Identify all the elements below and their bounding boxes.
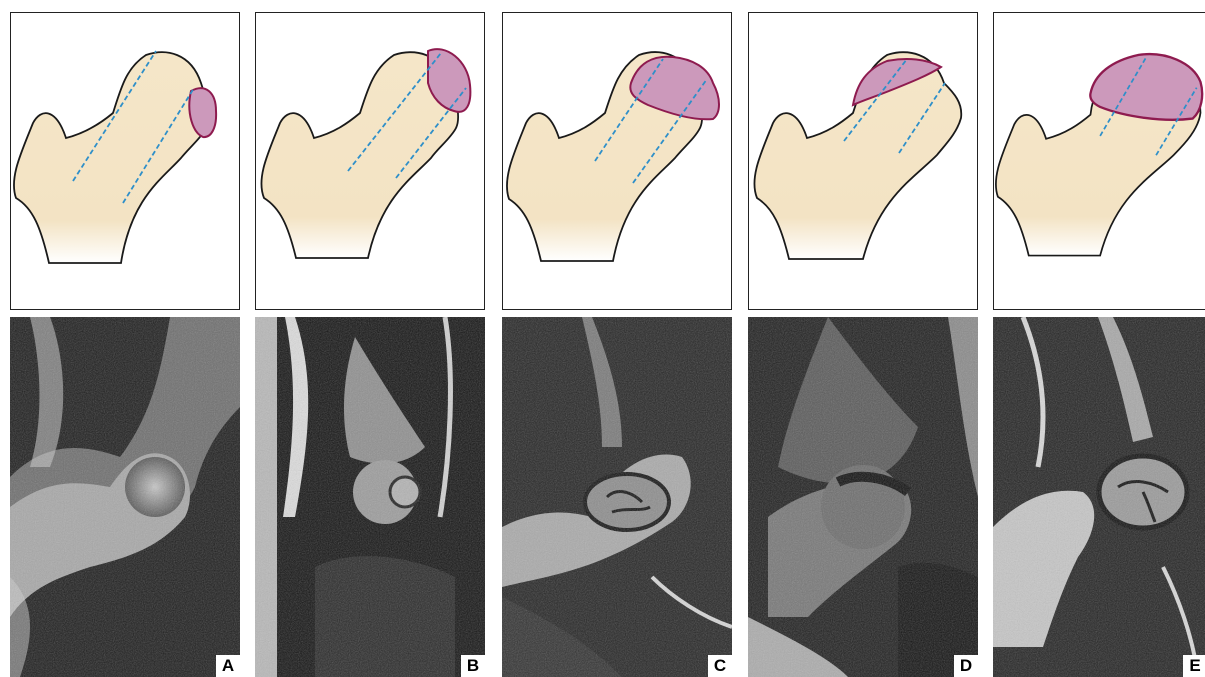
panel-c: C	[502, 12, 732, 677]
femur-outline	[754, 52, 961, 259]
mri-scan: E	[993, 317, 1205, 677]
mri-scan: C	[502, 317, 732, 677]
femur-diagram	[748, 12, 978, 310]
panel-label: E	[1183, 655, 1205, 677]
panel-label: B	[461, 655, 485, 677]
femur-diagram	[255, 12, 485, 310]
mri-scan: A	[10, 317, 240, 677]
panel-label: A	[216, 655, 240, 677]
panel-d: D	[748, 12, 978, 677]
panel-a: A	[10, 12, 240, 677]
panel-b: B	[255, 12, 485, 677]
lesion	[1090, 54, 1202, 120]
femur-diagram	[502, 12, 732, 310]
femur-diagram	[10, 12, 240, 310]
femur-outline	[14, 52, 208, 263]
femur-diagram	[993, 12, 1205, 310]
mri-scan: D	[748, 317, 978, 677]
mri-scan: B	[255, 317, 485, 677]
panel-label: D	[954, 655, 978, 677]
panel-label: C	[708, 655, 732, 677]
panel-e: E	[993, 12, 1205, 677]
